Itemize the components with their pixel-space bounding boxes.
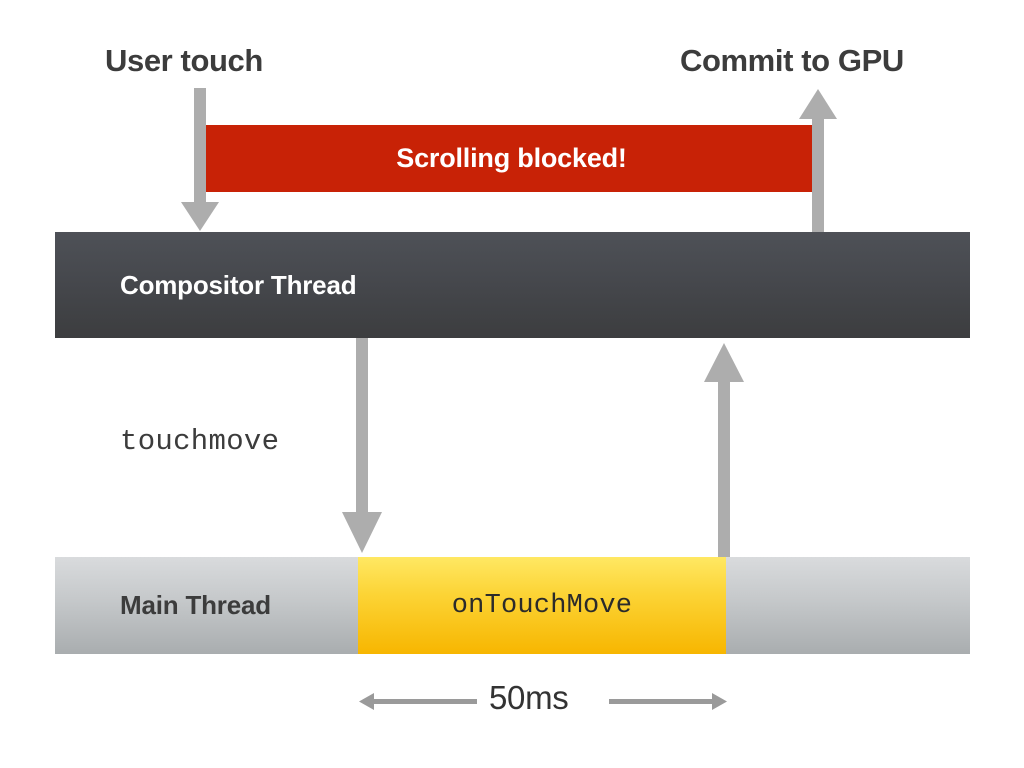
scrolling-blocked-banner: Scrolling blocked! bbox=[205, 125, 818, 192]
callout-label-user-touch: User touch bbox=[105, 43, 263, 78]
arrow-return-up bbox=[704, 343, 744, 557]
callout-label-commit-to-gpu: Commit to GPU bbox=[680, 43, 904, 78]
lane-label-compositor-thread: Compositor Thread bbox=[120, 269, 357, 300]
task-block-label-ontouchmove: onTouchMove bbox=[451, 590, 633, 621]
lane-label-main-thread: Main Thread bbox=[120, 590, 271, 620]
duration-label-50ms: 50ms bbox=[489, 679, 569, 716]
arrow-touchmove-down bbox=[342, 338, 382, 553]
message-label-touchmove: touchmove bbox=[120, 425, 280, 458]
lane-compositor-thread: Compositor Thread bbox=[55, 232, 970, 338]
task-block-ontouchmove: onTouchMove bbox=[358, 557, 726, 654]
scrolling-blocked-banner-label: Scrolling blocked! bbox=[396, 143, 627, 173]
